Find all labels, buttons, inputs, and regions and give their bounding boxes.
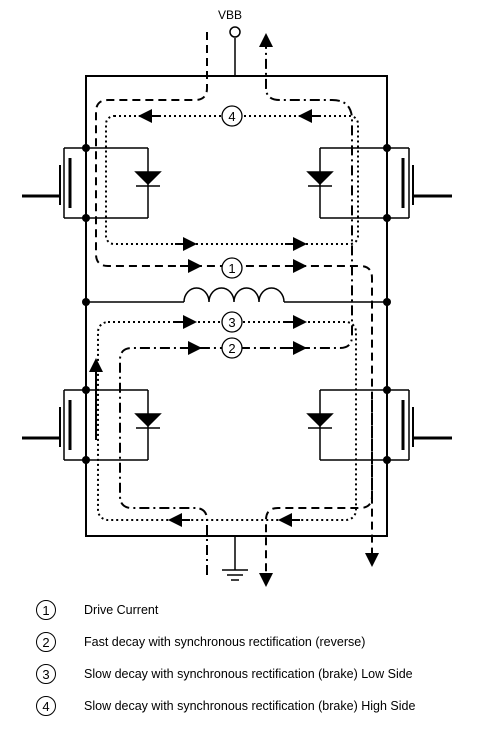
legend-item: 4 Slow decay with synchronous rectificat… [36, 690, 486, 722]
bridge-frame [85, 75, 388, 537]
marker-3-label: 3 [228, 315, 235, 330]
vbb-terminal [229, 26, 241, 38]
legend-item: 1 Drive Current [36, 594, 486, 626]
switch-bottom-left [22, 389, 162, 461]
motor-inductor [183, 287, 285, 303]
legend-text: Drive Current [84, 603, 159, 617]
legend-number: 1 [36, 600, 56, 620]
path-drive-current [95, 32, 379, 567]
legend: 1 Drive Current 2 Fast decay with synchr… [36, 594, 486, 722]
ground-symbol [222, 536, 248, 581]
legend-item: 2 Fast decay with synchronous rectificat… [36, 626, 486, 658]
legend-item: 3 Slow decay with synchronous rectificat… [36, 658, 486, 690]
path-drive-return [89, 358, 373, 587]
legend-text: Fast decay with synchronous rectificatio… [84, 635, 366, 649]
switch-top-right [306, 147, 452, 219]
legend-number: 3 [36, 664, 56, 684]
h-bridge-diagram: 4 1 3 2 [22, 26, 452, 587]
path-slow-decay-low [97, 315, 357, 527]
path-fast-decay [119, 33, 353, 575]
junction-dots [82, 144, 391, 464]
switch-top-left [22, 147, 162, 219]
legend-number: 2 [36, 632, 56, 652]
vbb-label: VBB [218, 8, 243, 22]
legend-text: Slow decay with synchronous rectificatio… [84, 699, 416, 713]
marker-3: 3 [221, 311, 243, 333]
legend-text: Slow decay with synchronous rectificatio… [84, 667, 413, 681]
marker-4: 4 [221, 105, 243, 127]
marker-2: 2 [221, 337, 243, 359]
switch-bottom-right [306, 389, 452, 461]
marker-1: 1 [221, 257, 243, 279]
marker-2-label: 2 [228, 341, 235, 356]
marker-4-label: 4 [228, 109, 235, 124]
path-slow-decay-high [105, 109, 359, 251]
marker-1-label: 1 [228, 261, 235, 276]
legend-number: 4 [36, 696, 56, 716]
